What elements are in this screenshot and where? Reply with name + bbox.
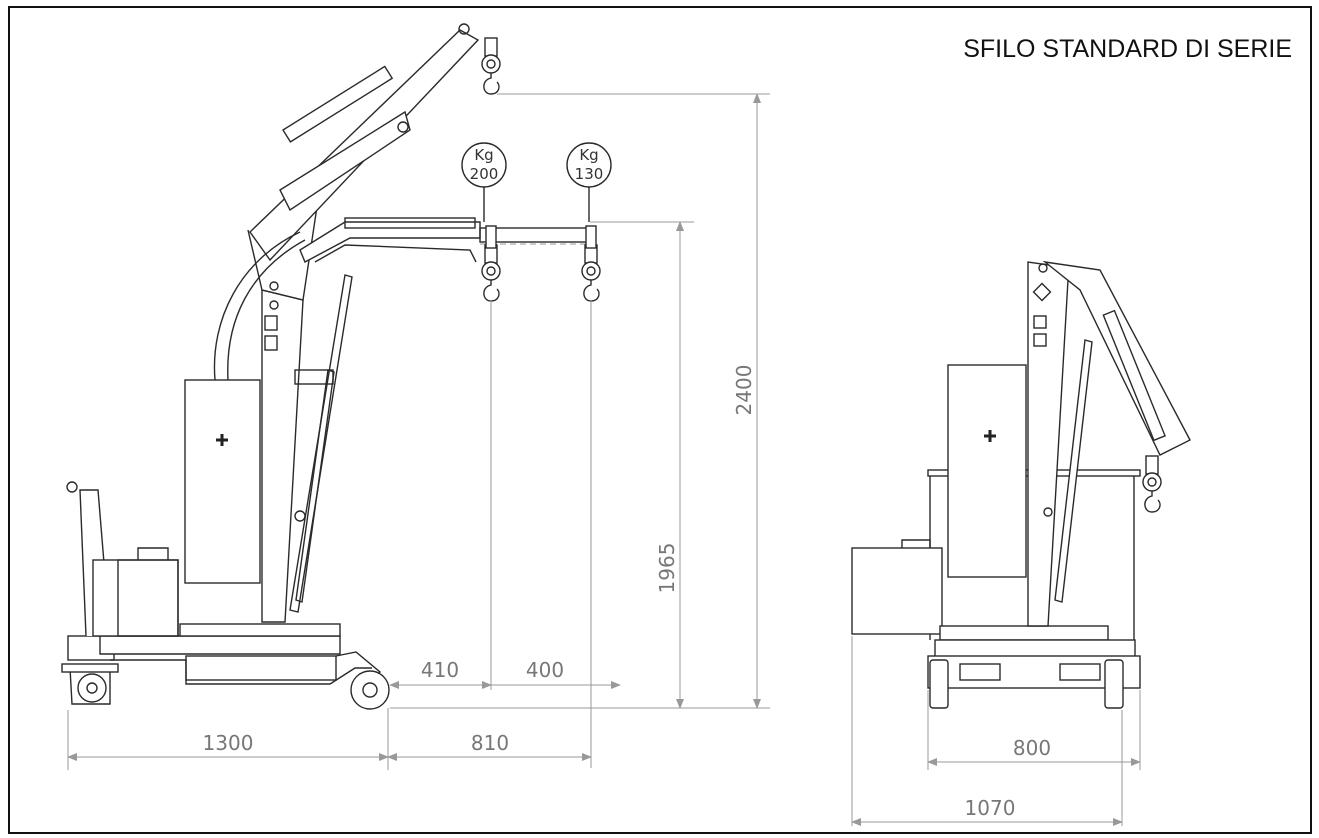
- dimension-base-and-reach: 1300 810: [67, 708, 592, 770]
- svg-text:400: 400: [526, 658, 564, 682]
- svg-text:810: 810: [471, 731, 509, 755]
- svg-text:410: 410: [421, 658, 459, 682]
- svg-text:800: 800: [1013, 736, 1051, 760]
- drawing-title: SFILO STANDARD DI SERIE: [963, 35, 1292, 63]
- load-tag-200: Kg 200: [461, 142, 507, 222]
- svg-text:1070: 1070: [965, 796, 1016, 820]
- svg-text:Kg: Kg: [579, 146, 598, 164]
- dimension-widths: 800 1070: [851, 636, 1141, 826]
- svg-text:130: 130: [575, 165, 604, 183]
- front-view-crane: [851, 260, 1191, 709]
- svg-text:200: 200: [470, 165, 499, 183]
- svg-text:1300: 1300: [203, 731, 254, 755]
- dimension-hook-height: 1965: [590, 221, 694, 709]
- svg-text:Kg: Kg: [474, 146, 493, 164]
- dimension-reach-steps: 410 400: [389, 658, 621, 689]
- svg-text:2400: 2400: [732, 365, 756, 416]
- load-tag-130: Kg 130: [566, 142, 612, 222]
- side-view-crane: [61, 23, 601, 710]
- dimension-total-height: 2400: [390, 93, 770, 709]
- svg-text:1965: 1965: [655, 543, 679, 594]
